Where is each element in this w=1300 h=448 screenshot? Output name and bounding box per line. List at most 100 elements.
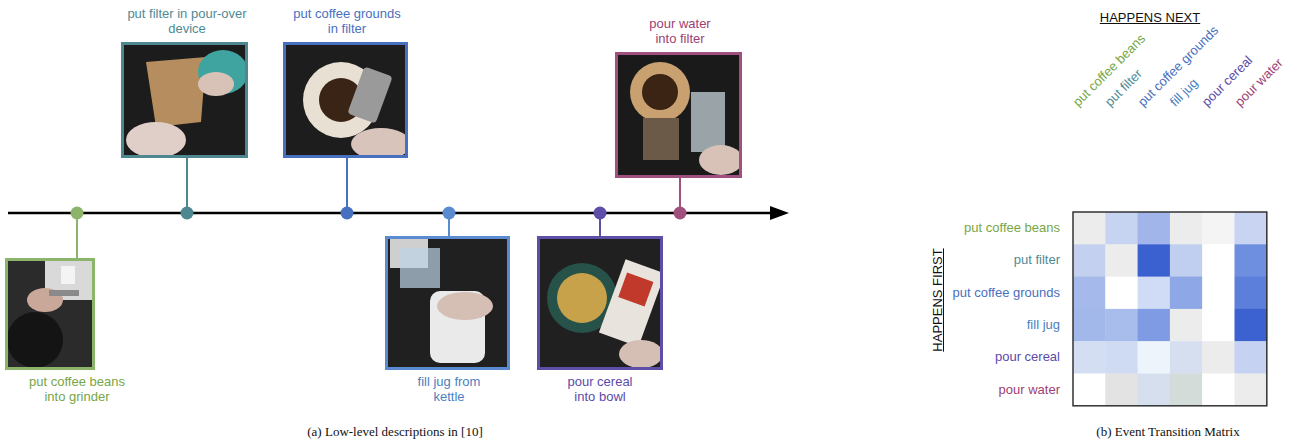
label-text: fill jug [1027, 317, 1060, 333]
photo-ground [121, 42, 248, 158]
photo-ground [5, 258, 95, 370]
matrix-cell [1138, 212, 1171, 245]
photo-illustration [537, 236, 663, 370]
matrix-cell [1073, 212, 1106, 245]
matrix-cell [1073, 341, 1106, 374]
photo-ground [537, 236, 663, 370]
matrix-cell [1235, 309, 1268, 342]
matrix-cell [1202, 309, 1235, 342]
carafe [643, 118, 679, 160]
row-label: put coffee grounds [953, 285, 1060, 301]
matrix-cell [1170, 374, 1203, 407]
step-caption: put coffee grounds in filter [287, 7, 407, 37]
step-caption: put coffee beans into grinder [22, 375, 132, 405]
row-label: put filter [1014, 252, 1060, 268]
photo-illustration [385, 236, 510, 370]
matrix-cell [1235, 341, 1268, 374]
photo-ground [615, 52, 742, 178]
timeline-axis [8, 212, 772, 215]
timeline-dot [443, 207, 456, 220]
matrix-cell [1202, 374, 1235, 407]
photo-illustration [121, 42, 248, 158]
filter-paper [146, 57, 206, 127]
matrix-cell [1235, 374, 1268, 407]
filter [630, 62, 690, 122]
photo-box: pour water into filter [615, 52, 742, 178]
hand [699, 145, 742, 175]
label-text: put coffee grounds [953, 285, 1060, 301]
matrix-cell [1073, 374, 1106, 407]
photo-box: put coffee grounds in filter [283, 42, 408, 158]
matrix-border [1073, 212, 1267, 406]
metal-jug [347, 66, 392, 123]
matrix-cell [1235, 212, 1268, 245]
matrix-cell [1073, 309, 1106, 342]
hand [437, 292, 493, 320]
timeline-stem [76, 213, 78, 258]
matrix-cell [1073, 277, 1106, 310]
timeline-dot [594, 207, 607, 220]
cereal [557, 273, 607, 323]
hand [126, 122, 186, 158]
timeline-stem [186, 158, 188, 213]
matrix-cell [1170, 277, 1203, 310]
timeline-dot [181, 207, 194, 220]
matrix-cell [1202, 244, 1235, 277]
row-label: fill jug [1027, 317, 1060, 333]
step-caption: fill jug from kettle [409, 375, 489, 405]
caption-holder: put coffee grounds in filter [287, 7, 407, 37]
coffee [642, 74, 678, 110]
label-text: put coffee beans [964, 220, 1060, 236]
label-text: HAPPENS NEXT [1100, 10, 1200, 26]
timeline-stem [346, 158, 348, 213]
photo-box: pour cereal into bowl [537, 236, 663, 370]
matrix-cell [1202, 277, 1235, 310]
label-text: pour water [999, 382, 1060, 398]
row-label: pour water [999, 382, 1060, 398]
caption-holder: fill jug from kettle [409, 375, 489, 405]
glass-jug [691, 92, 725, 152]
hand [351, 128, 408, 158]
photo-illustration [283, 42, 408, 158]
matrix-cell [1105, 244, 1138, 277]
label-text: (a) Low-level descriptions in [10] [307, 424, 482, 440]
row-label: put coffee beans [964, 220, 1060, 236]
matrix-cell [1105, 277, 1138, 310]
matrix-cell [1138, 341, 1171, 374]
subfigure-caption: (b) Event Transition Matrix [1096, 424, 1239, 440]
socket [61, 266, 75, 284]
step-caption: pour cereal into bowl [560, 375, 640, 405]
row-label: pour cereal [995, 349, 1060, 365]
caption-holder: pour cereal into bowl [560, 375, 640, 405]
transition-matrix [1073, 212, 1267, 406]
photo-illustration [5, 258, 95, 370]
wall [45, 258, 95, 300]
axis-title: HAPPENS FIRST [930, 248, 946, 351]
photo-box: put filter in pour-over device [121, 42, 248, 158]
water [400, 248, 440, 288]
photo-box: fill jug from kettle [385, 236, 510, 370]
grinder [7, 312, 63, 368]
matrix-cell [1235, 244, 1268, 277]
matrix-cell [1138, 277, 1171, 310]
caption-holder: pour water into filter [640, 17, 720, 47]
matrix-cell [1105, 341, 1138, 374]
matrix-cell [1202, 212, 1235, 245]
photo-illustration [615, 52, 742, 178]
spoon [49, 290, 79, 296]
matrix-cell [1170, 244, 1203, 277]
label-text: put filter [1014, 252, 1060, 268]
matrix-cell [1138, 374, 1171, 407]
label-text: HAPPENS FIRST [930, 248, 946, 351]
timeline-dot [341, 207, 354, 220]
step-caption: put filter in pour-over device [127, 7, 247, 37]
caption-holder: put coffee beans into grinder [22, 375, 132, 405]
matrix-cell [1202, 341, 1235, 374]
cereal-box-print [618, 272, 653, 306]
photo-box: put coffee beans into grinder [5, 258, 95, 370]
hand [619, 340, 663, 368]
matrix-cell [1138, 309, 1171, 342]
step-caption: pour water into filter [640, 17, 720, 47]
photo-ground [385, 236, 510, 370]
